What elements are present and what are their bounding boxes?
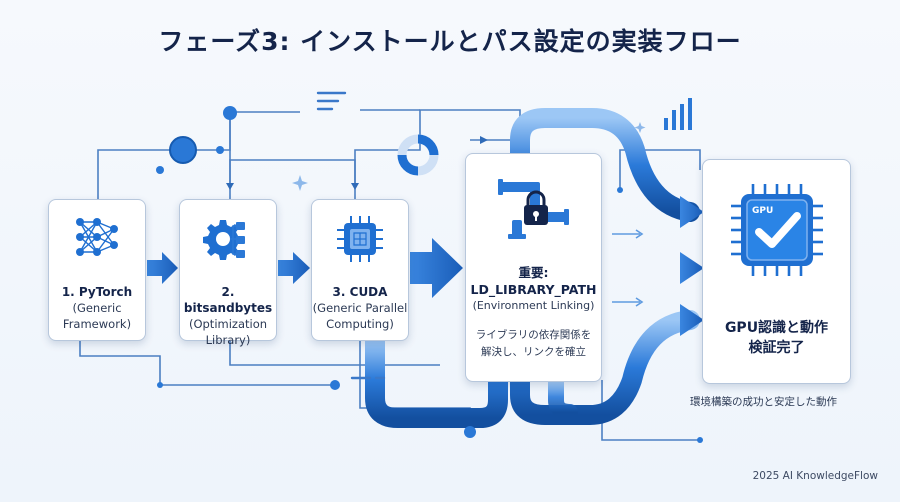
pipe-lock-icon — [497, 179, 569, 239]
thin-arrowheads — [226, 136, 488, 190]
big-arrowheads — [680, 196, 704, 336]
footer-credit: 2025 AI KnowledgeFlow — [752, 470, 878, 482]
step-title: 2. bitsandbytes — [183, 285, 273, 315]
step-card-pytorch: 1. PyTorch (Generic Framework) — [48, 199, 146, 341]
step-card-cuda: 3. CUDA (Generic Parallel Computing) — [311, 199, 409, 341]
step-subtitle-2: Library) — [205, 333, 251, 347]
ld-path-name: LD_LIBRARY_PATH — [470, 282, 597, 297]
step-subtitle-1: (Generic Parallel — [312, 301, 408, 315]
ld-description-2: 解決し、リンクを確立 — [481, 346, 586, 358]
gear-optimization-icon — [203, 220, 245, 260]
gpu-verification-card: GPU GPU認識と動作 検証完了 — [702, 159, 851, 384]
ld-description-1: ライブラリの依存関係を — [475, 329, 592, 341]
sparkle-decoration — [292, 122, 646, 191]
dash-decoration — [316, 91, 386, 380]
step-title: 1. PyTorch — [61, 285, 133, 299]
gpu-title-line-1: GPU認識と動作 — [724, 320, 829, 336]
donut-chart-decoration — [397, 134, 439, 176]
ld-library-path-card: 重要: LD_LIBRARY_PATH (Environment Linking… — [465, 153, 602, 382]
step-subtitle-2: Framework) — [62, 317, 132, 331]
gpu-check-icon: GPU — [730, 184, 823, 276]
step-subtitle-1: (Optimization — [188, 317, 268, 331]
light-arrows — [612, 229, 644, 307]
gpu-title-line-2: 検証完了 — [748, 340, 805, 356]
page-title: フェーズ3: インストールとパス設定の実装フロー — [158, 27, 742, 56]
ld-subtitle: (Environment Linking) — [472, 299, 595, 312]
flow-tubes — [365, 108, 700, 428]
success-caption: 環境構築の成功と安定した動作 — [690, 396, 837, 408]
step-card-bitsandbytes: 2. bitsandbytes (Optimization Library) — [179, 199, 277, 347]
step-subtitle-2: Computing) — [326, 317, 394, 331]
chip-icon — [337, 216, 383, 262]
neural-network-icon — [76, 218, 118, 256]
step-arrows — [147, 238, 463, 298]
step-subtitle-1: (Generic — [72, 301, 122, 315]
ld-heading: 重要: — [518, 265, 549, 280]
bar-chart-decoration — [664, 98, 692, 130]
step-title: 3. CUDA — [332, 285, 388, 299]
gpu-chip-label: GPU — [752, 206, 773, 216]
node-dots — [156, 106, 703, 443]
